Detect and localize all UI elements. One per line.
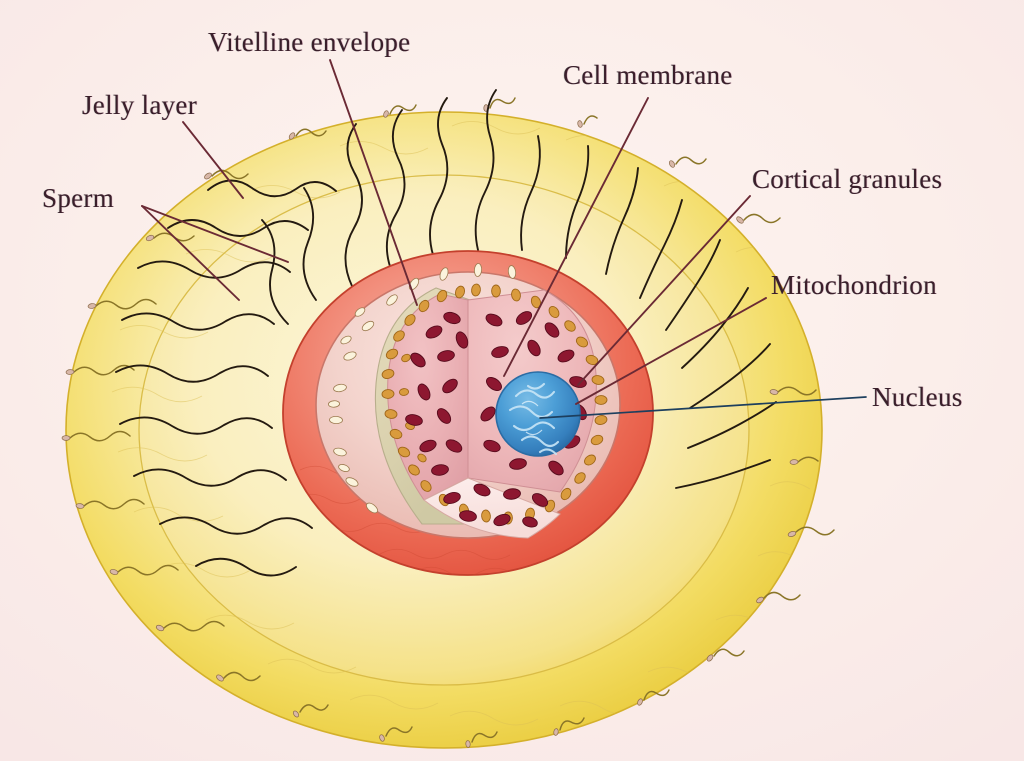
leader-cortical-granules [577,195,751,386]
leader-lines-group [141,59,867,419]
leader-sperm-b [141,205,240,301]
label-sperm: Sperm [42,183,114,213]
leader-mitochondrion [575,297,767,405]
label-vitelline-envelope: Vitelline envelope [208,27,411,57]
nucleus [495,371,581,457]
leader-nucleus [539,396,867,419]
leader-jelly-layer [182,121,244,199]
label-mitochondrion: Mitochondrion [771,270,937,300]
label-cell-membrane: Cell membrane [563,60,733,90]
label-jelly-layer: Jelly layer [82,90,198,120]
nucleus-body [495,371,581,457]
label-nucleus: Nucleus [872,382,963,412]
leader-vitelline-envelope [329,59,418,306]
leader-cell-membrane [503,97,649,377]
leader-sperm-a [141,205,289,263]
sperm-head-group-envelope [328,263,517,514]
sperm-outer-group [69,97,835,743]
label-cortical-granules: Cortical granules [752,164,943,194]
